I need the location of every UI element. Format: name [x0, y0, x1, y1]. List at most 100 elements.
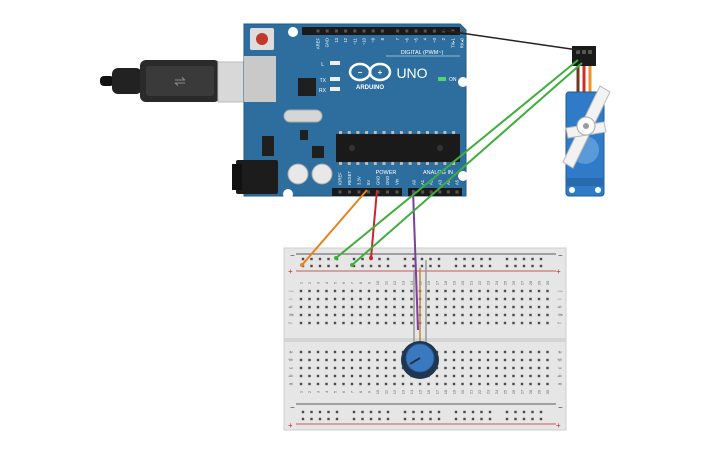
rail-hole[interactable]	[454, 257, 458, 261]
breadboard-hole[interactable]	[495, 321, 498, 325]
rail-hole[interactable]	[335, 417, 339, 421]
breadboard-hole[interactable]	[333, 366, 337, 370]
breadboard-hole[interactable]	[520, 382, 524, 386]
breadboard-hole[interactable]	[512, 305, 515, 309]
breadboard-hole[interactable]	[435, 305, 439, 309]
breadboard-hole[interactable]	[495, 313, 498, 317]
breadboard-hole[interactable]	[452, 350, 456, 354]
wire-black-signal[interactable]	[439, 29, 579, 51]
rail-hole[interactable]	[505, 264, 509, 268]
breadboard-hole[interactable]	[316, 305, 320, 309]
rail-hole[interactable]	[429, 417, 432, 421]
breadboard-hole[interactable]	[359, 289, 362, 293]
breadboard-hole[interactable]	[367, 374, 371, 378]
power-pin-hole[interactable]	[357, 190, 361, 194]
breadboard-hole[interactable]	[520, 297, 524, 301]
breadboard-hole[interactable]	[435, 382, 439, 386]
breadboard-hole[interactable]	[299, 382, 303, 386]
breadboard[interactable]: − + − + − + − + 112233445566778899101011…	[283, 247, 567, 431]
rail-hole[interactable]	[471, 264, 475, 268]
breadboard-hole[interactable]	[469, 313, 473, 317]
rail-hole[interactable]	[318, 257, 322, 261]
rail-hole[interactable]	[310, 410, 313, 414]
breadboard-hole[interactable]	[410, 297, 413, 301]
rail-hole[interactable]	[420, 257, 424, 261]
breadboard-hole[interactable]	[333, 321, 337, 325]
rail-hole[interactable]	[386, 264, 390, 268]
rail-hole[interactable]	[531, 264, 534, 268]
breadboard-hole[interactable]	[486, 358, 490, 362]
breadboard-hole[interactable]	[486, 350, 490, 354]
breadboard-hole[interactable]	[384, 289, 388, 293]
analog-pin-hole[interactable]	[438, 190, 442, 194]
breadboard-hole[interactable]	[359, 313, 362, 317]
breadboard-hole[interactable]	[427, 289, 430, 293]
breadboard-hole[interactable]	[469, 358, 473, 362]
breadboard-holes[interactable]	[299, 257, 549, 421]
rail-hole[interactable]	[514, 417, 517, 421]
rail-hole[interactable]	[463, 257, 466, 261]
rail-hole[interactable]	[327, 410, 330, 414]
breadboard-hole[interactable]	[299, 289, 303, 293]
breadboard-hole[interactable]	[316, 374, 320, 378]
breadboard-hole[interactable]	[537, 313, 541, 317]
breadboard-hole[interactable]	[495, 366, 498, 370]
breadboard-hole[interactable]	[520, 289, 524, 293]
breadboard-hole[interactable]	[537, 289, 541, 293]
breadboard-hole[interactable]	[520, 358, 524, 362]
breadboard-hole[interactable]	[384, 350, 388, 354]
rail-hole[interactable]	[429, 257, 432, 261]
breadboard-hole[interactable]	[512, 382, 515, 386]
breadboard-hole[interactable]	[452, 321, 456, 325]
breadboard-hole[interactable]	[529, 366, 532, 370]
breadboard-hole[interactable]	[308, 350, 311, 354]
reset-button-cap[interactable]	[256, 33, 268, 45]
breadboard-hole[interactable]	[461, 350, 464, 354]
digital-pin-hole[interactable]	[371, 29, 375, 33]
servo-motor[interactable]	[562, 46, 611, 197]
breadboard-hole[interactable]	[486, 366, 490, 370]
breadboard-hole[interactable]	[308, 313, 311, 317]
breadboard-hole[interactable]	[367, 366, 371, 370]
breadboard-hole[interactable]	[495, 350, 498, 354]
breadboard-hole[interactable]	[546, 305, 549, 309]
breadboard-hole[interactable]	[546, 297, 549, 301]
analog-pin-hole[interactable]	[421, 190, 425, 194]
breadboard-hole[interactable]	[486, 374, 490, 378]
breadboard-hole[interactable]	[333, 305, 337, 309]
breadboard-hole[interactable]	[546, 358, 549, 362]
breadboard-hole[interactable]	[478, 321, 481, 325]
digital-pin-hole[interactable]	[380, 29, 384, 33]
breadboard-hole[interactable]	[495, 382, 498, 386]
rail-hole[interactable]	[522, 417, 526, 421]
breadboard-hole[interactable]	[308, 289, 311, 293]
rail-hole[interactable]	[412, 417, 415, 421]
breadboard-hole[interactable]	[401, 313, 405, 317]
breadboard-hole[interactable]	[367, 382, 371, 386]
breadboard-hole[interactable]	[342, 366, 345, 370]
breadboard-hole[interactable]	[503, 374, 507, 378]
rail-hole[interactable]	[471, 410, 475, 414]
rail-hole[interactable]	[310, 257, 313, 261]
rail-hole[interactable]	[480, 257, 483, 261]
servo-horn[interactable]	[562, 85, 611, 169]
breadboard-hole[interactable]	[495, 358, 498, 362]
breadboard-hole[interactable]	[546, 321, 549, 325]
breadboard-hole[interactable]	[512, 358, 515, 362]
breadboard-hole[interactable]	[537, 366, 541, 370]
breadboard-hole[interactable]	[444, 313, 447, 317]
rail-hole[interactable]	[420, 264, 424, 268]
breadboard-hole[interactable]	[401, 374, 405, 378]
breadboard-hole[interactable]	[503, 382, 507, 386]
rail-hole[interactable]	[437, 417, 441, 421]
breadboard-hole[interactable]	[503, 321, 507, 325]
breadboard-hole[interactable]	[512, 374, 515, 378]
rail-hole[interactable]	[412, 257, 415, 261]
breadboard-hole[interactable]	[478, 358, 481, 362]
breadboard-hole[interactable]	[316, 366, 320, 370]
breadboard-hole[interactable]	[529, 350, 532, 354]
rail-hole[interactable]	[369, 410, 373, 414]
rail-hole[interactable]	[301, 410, 305, 414]
breadboard-hole[interactable]	[325, 321, 328, 325]
breadboard-hole[interactable]	[350, 297, 354, 301]
